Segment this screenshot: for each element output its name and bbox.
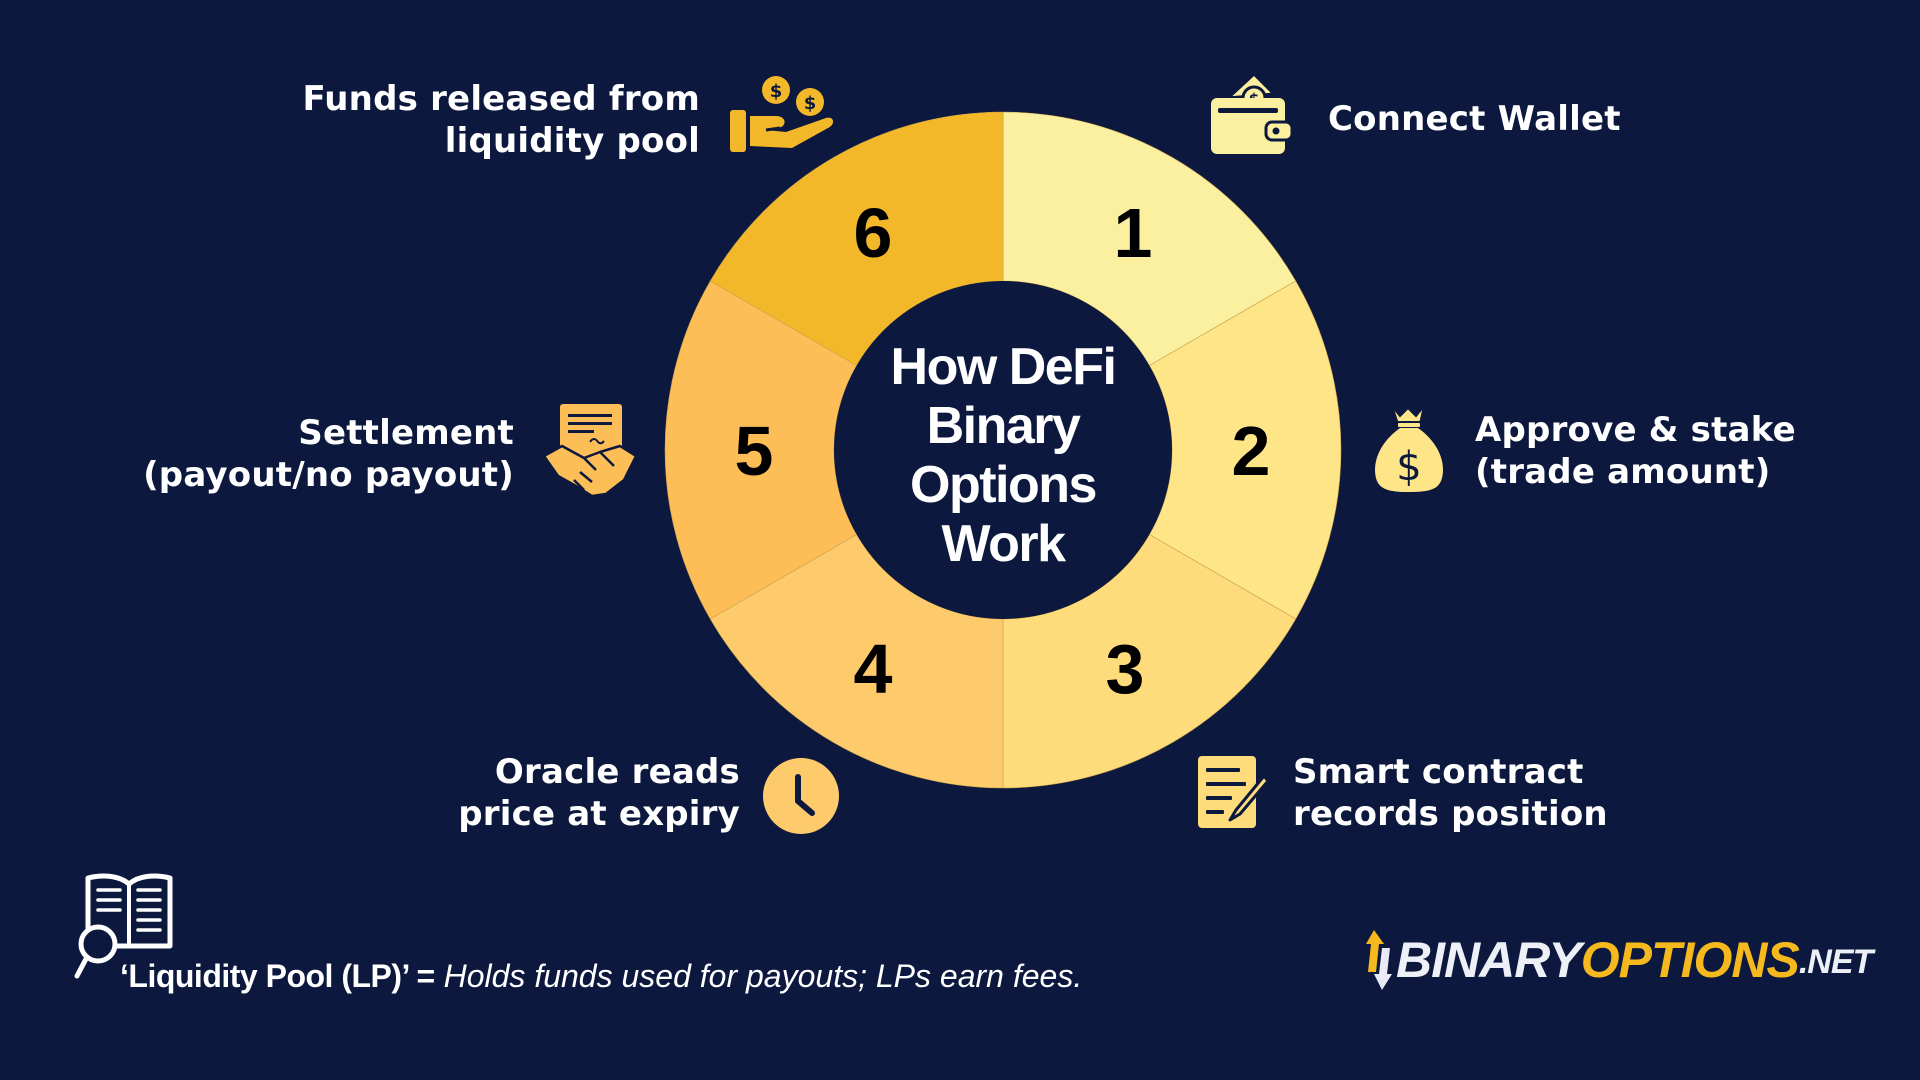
title-line: Binary <box>926 397 1081 455</box>
svg-text:$: $ <box>1396 444 1421 490</box>
glossary-term: ‘Liquidity Pool (LP)’ = <box>120 958 435 994</box>
up-down-arrows-icon <box>1366 930 1392 990</box>
title-line: How DeFi <box>890 338 1117 396</box>
step-number-4: 4 <box>853 630 893 708</box>
step-number-2: 2 <box>1231 412 1271 490</box>
step-6-label: Funds released from liquidity pool <box>302 79 700 161</box>
step-2-label: Approve & stake (trade amount) <box>1475 410 1796 492</box>
step-number-5: 5 <box>734 412 774 490</box>
book-search-icon <box>74 873 173 979</box>
glossary-footnote: ‘Liquidity Pool (LP)’ = Holds funds used… <box>120 958 1082 995</box>
hand-coins-icon: $ $ <box>730 76 834 152</box>
step-1-label: Connect Wallet <box>1328 99 1621 139</box>
logo-options: OPTIONS <box>1580 932 1800 988</box>
step-number-1: 1 <box>1113 194 1153 272</box>
wheel-center <box>834 281 1172 619</box>
svg-text:$: $ <box>804 93 817 114</box>
handshake-agreement-icon <box>542 404 638 498</box>
step-3-label: Smart contract records position <box>1293 752 1608 834</box>
money-bag-icon: $ <box>1375 405 1443 492</box>
logo-net: .NET <box>1798 943 1873 981</box>
center-title: How DeFi Binary Options Work <box>843 338 1163 574</box>
binaryoptions-logo: BINARY OPTIONS .NET <box>1362 928 1873 992</box>
clock-icon <box>763 758 839 834</box>
title-line: Work <box>941 515 1066 573</box>
step-4-label: Oracle reads price at expiry <box>458 752 740 834</box>
step-5-label: Settlement (payout/no payout) <box>143 413 514 495</box>
contract-edit-icon <box>1198 756 1270 828</box>
wallet-icon: $ <box>1211 71 1294 154</box>
title-line: Options <box>910 456 1097 514</box>
step-number-6: 6 <box>853 194 893 272</box>
step-number-3: 3 <box>1105 630 1145 708</box>
glossary-definition: Holds funds used for payouts; LPs earn f… <box>443 958 1083 994</box>
logo-binary: BINARY <box>1396 932 1582 988</box>
svg-text:$: $ <box>770 81 783 102</box>
